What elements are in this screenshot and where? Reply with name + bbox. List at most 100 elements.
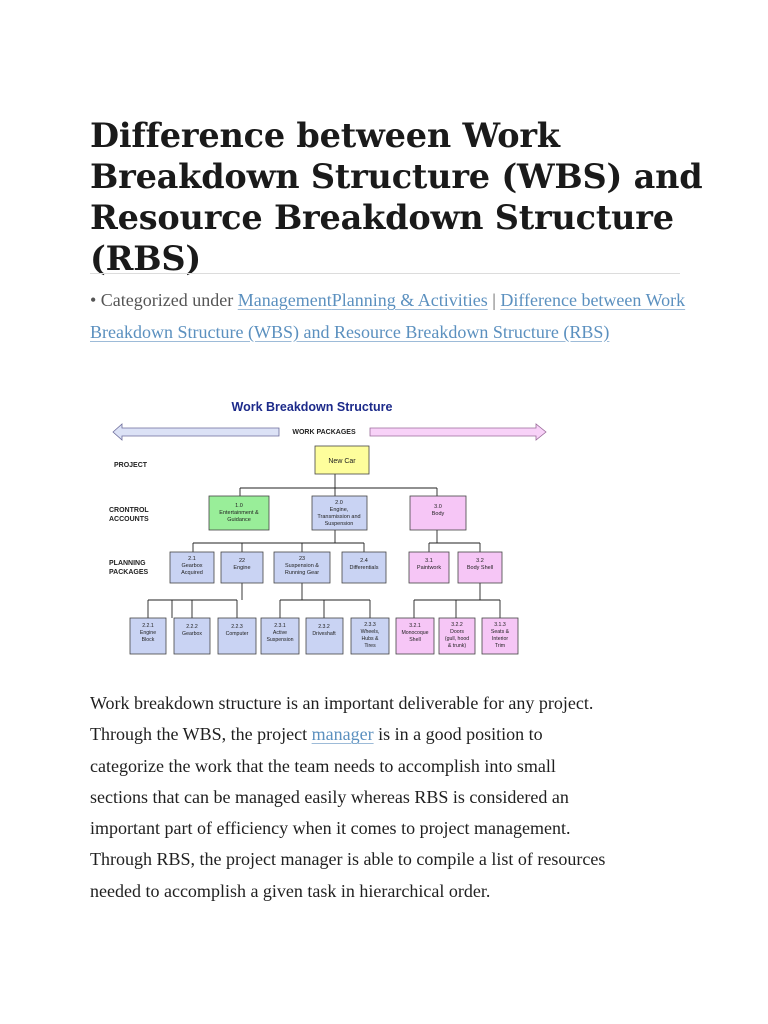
- node-code: 3.2.1: [409, 623, 421, 629]
- wbs-node-3-2-1: 3.2.1 Monocoque Shell: [395, 617, 435, 655]
- node-code: 2.2.2: [186, 624, 198, 630]
- node-label: Interior: [492, 636, 508, 642]
- node-code: 2.3.3: [364, 622, 376, 628]
- wbs-node-2-3-2: 2.3.2 Driveshaft: [305, 617, 344, 655]
- wbs-node-3-2-2: 3.2.2 Doors (gull, hood & trunk): [438, 617, 476, 655]
- wbs-node-2-2: 22 Engine: [220, 551, 264, 584]
- node-code: 3.1: [425, 558, 433, 564]
- body-line: important part of efficiency when it com…: [90, 818, 571, 839]
- node-label: Seats &: [491, 629, 510, 635]
- node-label: Monocoque: [401, 630, 428, 636]
- node-label: Paintwork: [417, 565, 441, 571]
- node-code: 2.1: [188, 556, 196, 562]
- wbs-node-2-3-3: 2.3.3 Wheels, Hubs & Tires: [350, 617, 390, 655]
- node-label: Doors: [450, 629, 464, 635]
- node-label: Entertainment &: [219, 510, 259, 516]
- left-arrow: [112, 423, 280, 441]
- category-meta: • Categorized under ManagementPlanning &…: [90, 285, 690, 348]
- node-code: 2.3.1: [274, 623, 286, 629]
- node-label: Engine: [233, 565, 250, 571]
- node-label: Gearbox: [182, 631, 202, 637]
- body-text: is in a good position to: [373, 724, 543, 745]
- body-line: Through the WBS, the project manager is …: [90, 719, 690, 750]
- wbs-node-3-1-3: 3.1.3 Seats & Interior Trim: [481, 617, 519, 655]
- article-body: Work breakdown structure is an important…: [90, 688, 690, 907]
- node-label: Suspension &: [285, 563, 319, 569]
- title-divider: [90, 273, 680, 274]
- node-code: 22: [239, 558, 245, 564]
- node-code: 23: [299, 556, 305, 562]
- node-label: Engine,: [330, 507, 349, 513]
- wbs-node-1-0: 1.0 Entertainment & Guidance: [208, 495, 270, 531]
- wbs-node-2-4: 2.4 Differentials: [341, 551, 387, 584]
- node-label: Guidance: [227, 517, 251, 523]
- category-separator: |: [487, 290, 501, 310]
- node-label: Body: [432, 511, 445, 517]
- node-label: Transmission and: [317, 514, 360, 520]
- node-label: Body Shell: [467, 565, 493, 571]
- node-label: Suspension: [325, 521, 354, 527]
- title-line: (RBS): [90, 239, 202, 278]
- title-line: Breakdown Structure (WBS) and: [90, 157, 703, 196]
- wbs-node-2-0: 2.0 Engine, Transmission and Suspension: [311, 495, 368, 531]
- work-packages-label: WORK PACKAGES: [292, 429, 356, 436]
- row-label-control: ACCOUNTS: [109, 516, 149, 523]
- wbs-diagram: Work Breakdown Structure WORK PACKAGES P…: [104, 392, 554, 664]
- project-node-label: New Car: [328, 458, 356, 465]
- node-label: Block: [142, 637, 155, 643]
- wbs-node-3-0: 3.0 Body: [409, 495, 467, 531]
- row-label-planning: PACKAGES: [109, 569, 148, 576]
- article-self-link[interactable]: Difference between Work Breakdown Struct…: [90, 290, 686, 342]
- node-label: Suspension: [266, 637, 293, 643]
- categorized-under-text: • Categorized under: [90, 290, 238, 310]
- wbs-node-2-2-1: 2.2.1 Engine Block: [129, 617, 167, 655]
- node-code: 2.2.3: [231, 624, 243, 630]
- node-code: 3.0: [434, 504, 442, 510]
- body-line: Work breakdown structure is an important…: [90, 693, 594, 713]
- node-code: 1.0: [235, 503, 243, 509]
- row-label-control: CRONTROL: [109, 507, 149, 514]
- wbs-node-2-2-3: 2.2.3 Computer: [217, 617, 257, 655]
- node-code: 3.2.2: [451, 622, 463, 628]
- wbs-node-2-1: 2.1 Gearbox Acquired: [169, 551, 215, 584]
- body-text: Through the WBS, the project: [90, 724, 312, 745]
- category-link-planning-activities[interactable]: Planning & Activities: [331, 290, 488, 310]
- wbs-node-3-2: 3.2 Body Shell: [457, 551, 503, 584]
- node-code: 2.0: [335, 500, 343, 506]
- node-label: Hubs &: [361, 636, 379, 642]
- node-label: Wheels,: [361, 629, 380, 635]
- row-label-project: PROJECT: [114, 462, 148, 469]
- wbs-node-2-3: 23 Suspension & Running Gear: [273, 551, 331, 584]
- connector-lines: [147, 474, 501, 618]
- node-label: Computer: [226, 631, 249, 637]
- diagram-title: Work Breakdown Structure: [232, 400, 393, 414]
- node-label: & trunk): [448, 643, 466, 649]
- wbs-node-2-2-2: 2.2.2 Gearbox: [173, 617, 211, 655]
- article-title: Difference between Work Breakdown Struct…: [90, 115, 703, 279]
- node-label: Active: [273, 630, 287, 636]
- body-line: Through RBS, the project manager is able…: [90, 849, 606, 870]
- node-label: Differentials: [350, 565, 379, 571]
- title-line: Difference between Work: [90, 116, 560, 155]
- node-code: 3.1.3: [494, 622, 506, 628]
- body-line: needed to accomplish a given task in hie…: [90, 880, 491, 901]
- node-label: Gearbox: [181, 563, 202, 569]
- title-line: Resource Breakdown Structure: [90, 198, 674, 237]
- right-arrow: [369, 423, 547, 441]
- node-code: 2.3.2: [318, 624, 330, 630]
- node-code: 3.2: [476, 558, 484, 564]
- node-label: Engine: [140, 630, 156, 636]
- node-code: 2.2.1: [142, 623, 154, 629]
- body-line: categorize the work that the team needs …: [90, 755, 556, 776]
- node-label: Running Gear: [285, 570, 319, 576]
- node-label: Tires: [364, 643, 376, 649]
- row-label-planning: PLANNING: [109, 560, 146, 567]
- category-link-management[interactable]: Management: [237, 290, 332, 310]
- node-label: Acquired: [181, 570, 203, 576]
- manager-link[interactable]: manager: [311, 724, 374, 745]
- wbs-node-2-3-1: 2.3.1 Active Suspension: [260, 617, 300, 655]
- node-code: 2.4: [360, 558, 368, 564]
- node-label: Trim: [495, 643, 505, 649]
- node-label: Driveshaft: [312, 631, 336, 637]
